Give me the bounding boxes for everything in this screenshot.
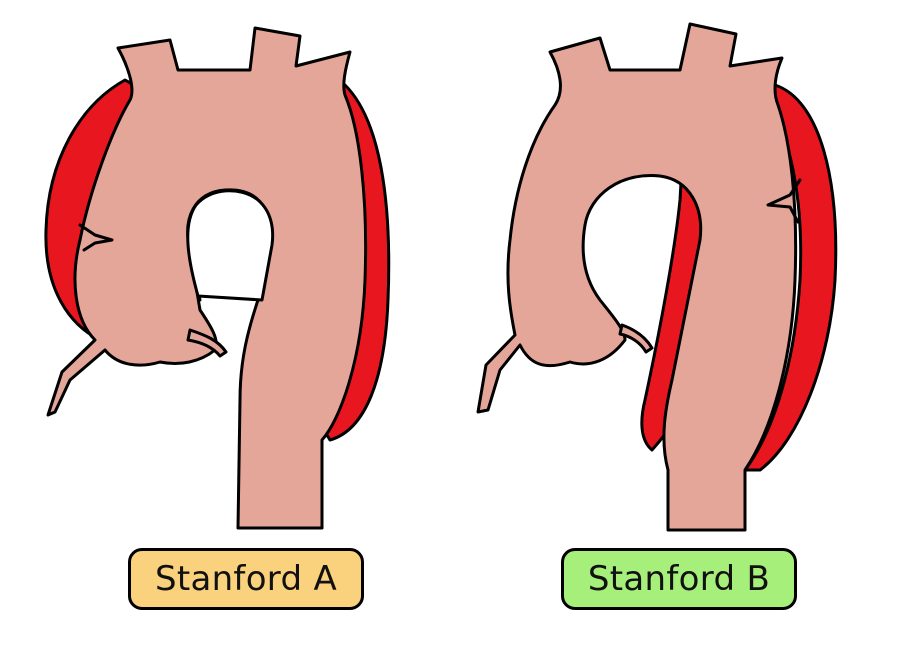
stanford-b-true-lumen xyxy=(476,22,798,532)
stanford-a-arch-inner-space xyxy=(186,189,275,302)
stanford-b-coronary-branch xyxy=(618,323,654,354)
stanford-a-aorta xyxy=(44,26,391,530)
stanford-b-aorta xyxy=(476,22,838,532)
stanford-a-tear-flap xyxy=(78,223,114,252)
stanford-b-label: Stanford B xyxy=(561,548,797,610)
stanford-a-coronary-branch xyxy=(186,328,228,358)
stanford-b-tear-flap xyxy=(766,178,802,224)
stanford-a-label: Stanford A xyxy=(128,548,364,610)
